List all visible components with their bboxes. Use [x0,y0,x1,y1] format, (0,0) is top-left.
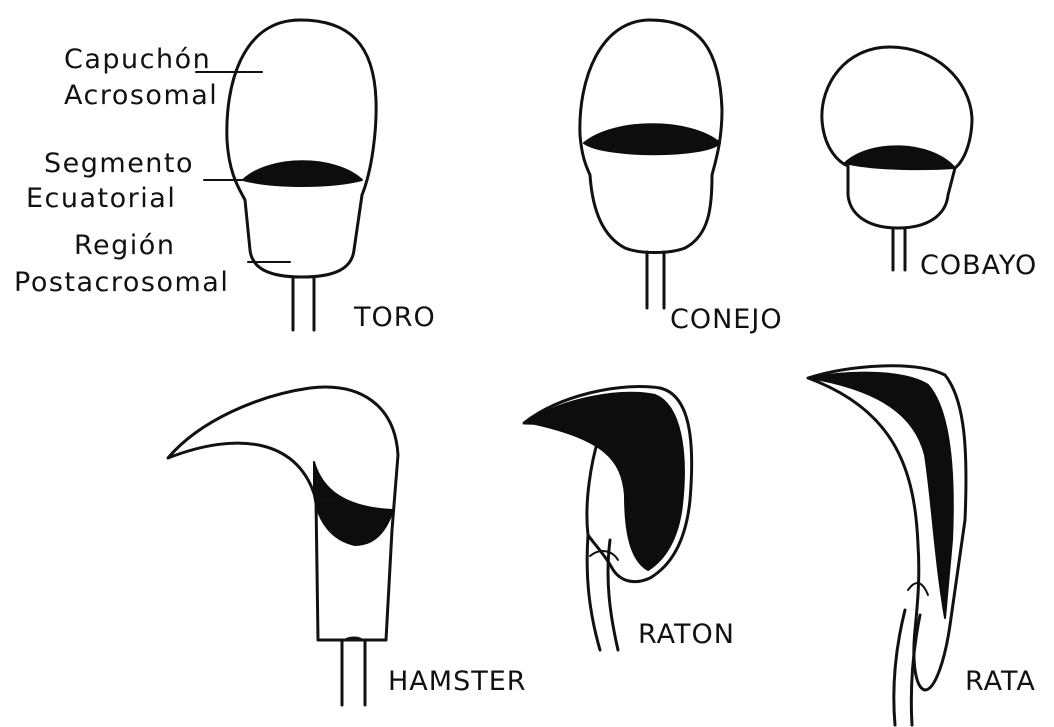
rata-sperm-head [808,366,966,725]
cobayo-head-outline [822,47,972,228]
species-label-conejo: CONEJO [670,304,783,335]
species-label-hamster: HAMSTER [388,666,527,697]
hamster-sperm-head [168,387,398,705]
label-segmento-line2: Ecuatorial [26,183,176,214]
species-label-cobayo: COBAYO [920,250,1037,281]
raton-sperm-head [524,387,692,650]
species-label-raton: RATON [638,619,735,650]
label-region-line2: Postacrosomal [14,267,229,298]
label-segmento-line1: Segmento [44,148,194,179]
cobayo-sperm-head [822,47,972,270]
label-capuchon-line1: Capuchón [64,44,211,75]
rata-tail-left [894,610,905,725]
conejo-sperm-head [580,20,722,308]
label-region-line1: Región [74,230,175,261]
species-label-rata: RATA [965,666,1036,697]
toro-head-outline [227,20,376,277]
label-capuchon-line2: Acrosomal [64,80,218,111]
species-label-toro: TORO [353,302,436,333]
